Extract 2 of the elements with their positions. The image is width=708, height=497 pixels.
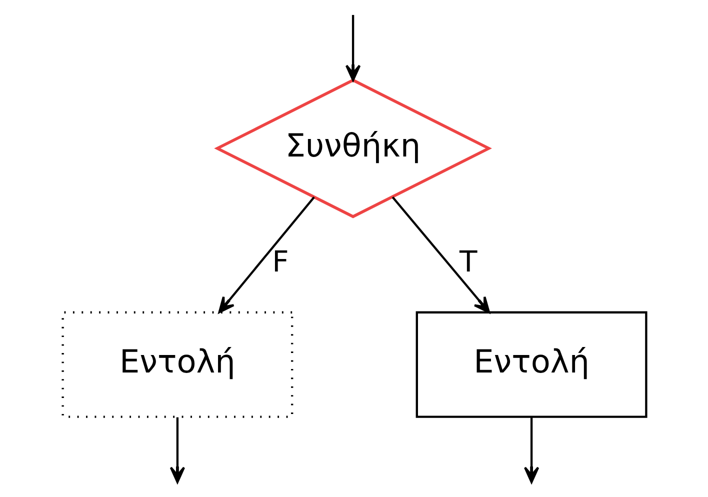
- edge-label: F: [272, 244, 288, 279]
- edge-label: T: [459, 244, 477, 279]
